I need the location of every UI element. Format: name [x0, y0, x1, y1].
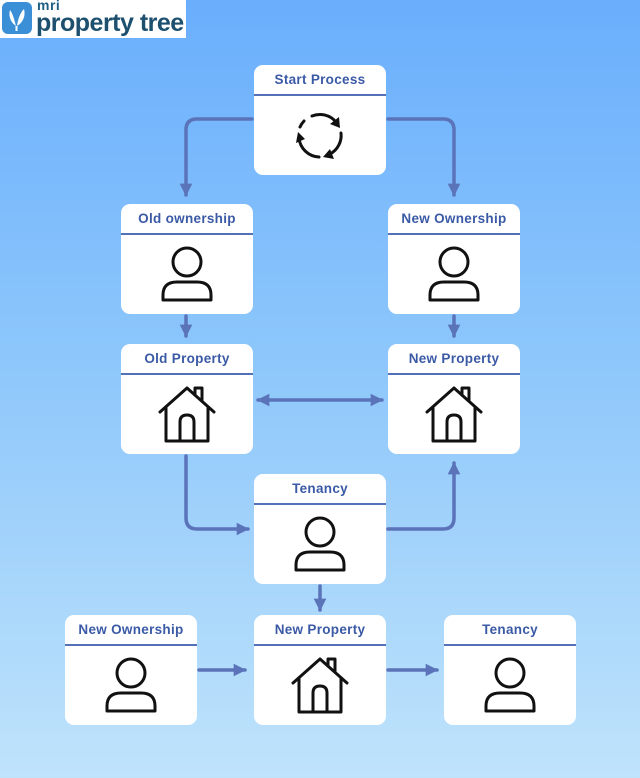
node-title: New Ownership [401, 210, 507, 226]
leaf-logo-icon [2, 2, 32, 34]
title-divider [254, 503, 386, 505]
node-title: Tenancy [292, 480, 348, 496]
title-divider [121, 373, 253, 375]
title-divider [444, 644, 576, 646]
title-divider [388, 373, 520, 375]
arrow-tenancy-to-new-property [386, 461, 461, 531]
arrow-start-to-new-ownership [386, 117, 461, 197]
node-new-property-bottom: New Property [254, 615, 386, 725]
title-divider [254, 94, 386, 96]
house-icon [291, 657, 349, 714]
title-divider [121, 233, 253, 235]
node-old-property: Old Property [121, 344, 253, 454]
house-icon [425, 386, 483, 443]
node-start-process: Start Process [254, 65, 386, 175]
node-title: Old ownership [138, 210, 236, 226]
house-icon [158, 386, 216, 443]
arrow-start-to-old-ownership [179, 117, 254, 197]
node-tenancy: Tenancy [254, 474, 386, 584]
node-title: New Property [274, 621, 366, 637]
node-title: Start Process [274, 71, 366, 87]
person-icon [161, 246, 213, 302]
title-divider [254, 644, 386, 646]
refresh-cycle-icon [296, 112, 343, 159]
node-title: New Ownership [78, 621, 184, 637]
person-icon [484, 657, 536, 713]
node-title: Tenancy [482, 621, 538, 637]
node-new-ownership-top: New Ownership [388, 204, 520, 314]
logo-prefix: mri [37, 0, 61, 13]
node-new-ownership-bottom: New Ownership [65, 615, 197, 725]
node-title: Old Property [144, 350, 230, 366]
person-icon [105, 657, 157, 713]
title-divider [388, 233, 520, 235]
logo-wordmark: property tree [36, 9, 184, 37]
person-icon [294, 516, 346, 572]
title-divider [65, 644, 197, 646]
person-icon [428, 246, 480, 302]
node-tenancy-bottom: Tenancy [444, 615, 576, 725]
arrow-old-property-to-tenancy [184, 454, 250, 536]
node-title: New Property [408, 350, 500, 366]
node-new-property-top: New Property [388, 344, 520, 454]
brand-logo: mri property tree [0, 0, 186, 38]
node-old-ownership: Old ownership [121, 204, 253, 314]
